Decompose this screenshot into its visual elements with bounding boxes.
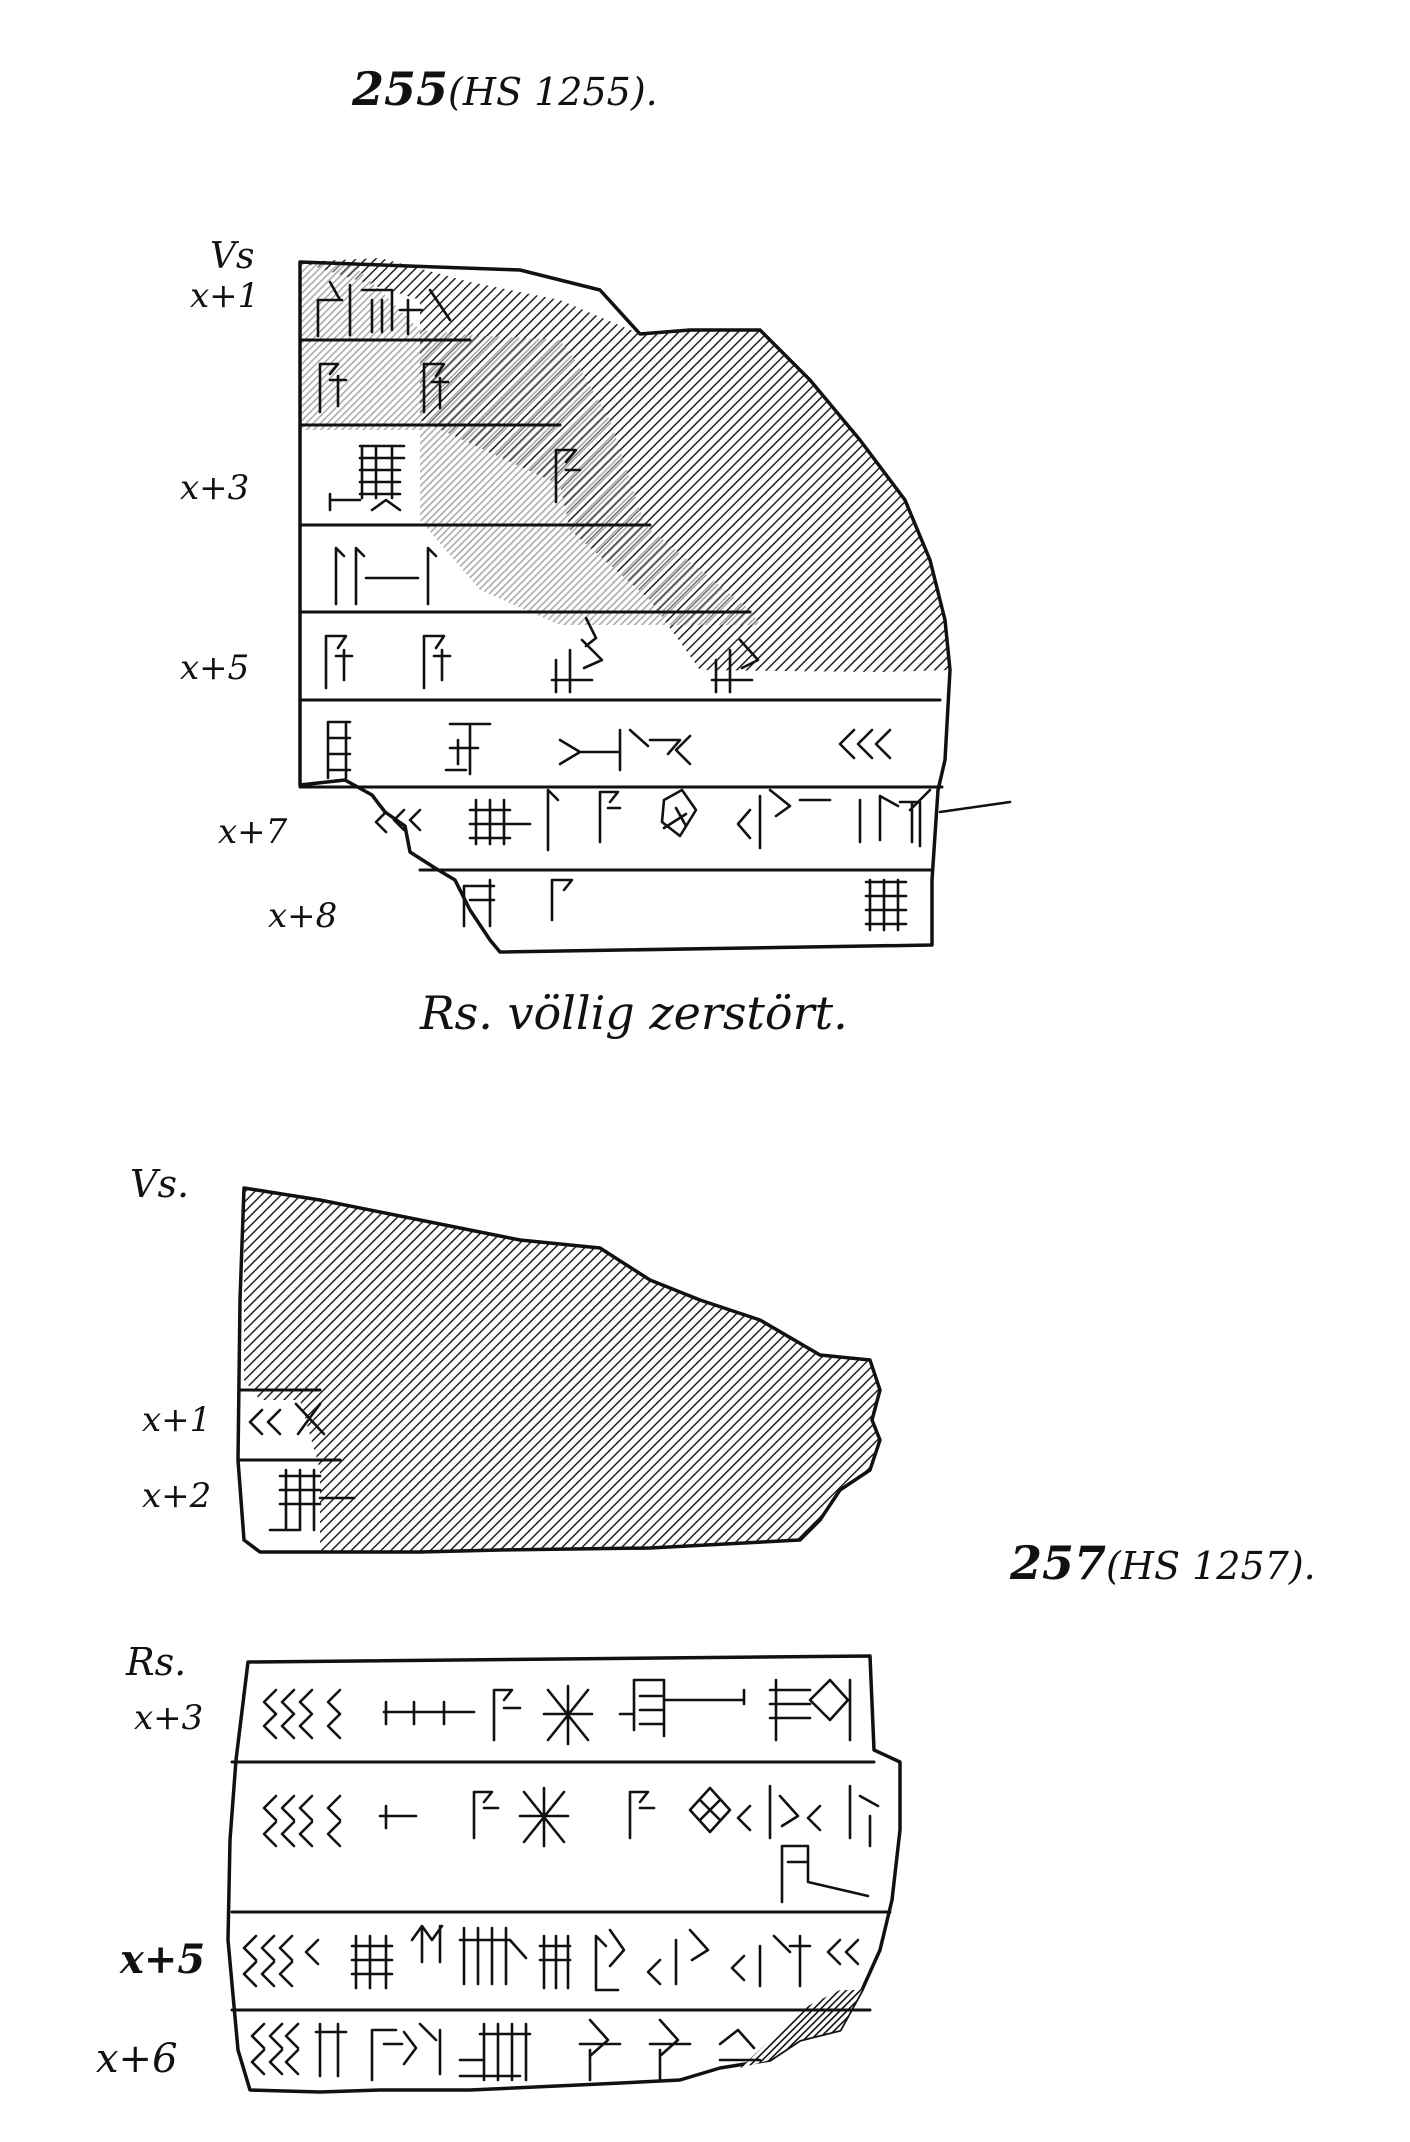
tablet-257-obverse-damaged-area: [244, 1188, 880, 1552]
tablet-255-line-label-4: x+7: [218, 812, 288, 852]
tablet-257-museum-number: (HS 1257).: [1106, 1544, 1316, 1588]
tablet-257-reverse-cuneiform-signs: [242, 1678, 880, 2082]
tablet-257-reverse-ruling-lines: [230, 1760, 892, 2012]
tablet-257-obverse-drawing: [236, 1186, 882, 1554]
tablet-255-number: 255: [352, 62, 449, 116]
tablet-255-cuneiform-signs: [316, 280, 1012, 932]
tablet-257-obverse-ruling-lines: [238, 1388, 342, 1462]
tablet-257-reverse-damaged-edge: [740, 1990, 862, 2068]
tablet-257-reverse-line-label-3: x+6: [96, 2036, 178, 2082]
tablet-257-reverse-side-label: Rs.: [126, 1640, 187, 1684]
tablet-257-obverse-line-label-2: x+2: [142, 1476, 212, 1516]
tablet-257-obverse-outline: [236, 1186, 882, 1554]
tablet-257-obverse-cuneiform-signs: [248, 1402, 356, 1532]
tablet-255-side-label: Vs: [210, 236, 255, 277]
tablet-255-reverse-note: Rs. völlig zerstört.: [420, 986, 848, 1040]
tablet-257-reverse-line-label-2: x+5: [120, 1936, 206, 1983]
tablet-257-number: 257: [1010, 1536, 1107, 1590]
tablet-255-line-label-5: x+8: [268, 896, 338, 936]
tablet-257-obverse-line-label-1: x+1: [142, 1400, 212, 1440]
tablet-255-title: 255(HS 1255).: [352, 62, 658, 116]
tablet-257-title: 257(HS 1257).: [1010, 1536, 1316, 1590]
tablet-255-line-label-3: x+5: [180, 648, 250, 688]
tablet-255-line-label-2: x+3: [180, 468, 250, 508]
tablet-257-reverse-line-label-1: x+3: [134, 1698, 204, 1738]
tablet-257-reverse-drawing: [226, 1654, 902, 2094]
tablet-255-museum-number: (HS 1255).: [448, 70, 658, 114]
tablet-257-reverse-outline: [226, 1654, 902, 2094]
tablet-255-line-label-1: x+1: [190, 276, 260, 316]
tablet-255-drawing: [298, 258, 1012, 954]
tablet-257-obverse-side-label: Vs.: [130, 1162, 190, 1206]
tablet-255-ruling-lines: [298, 338, 944, 872]
